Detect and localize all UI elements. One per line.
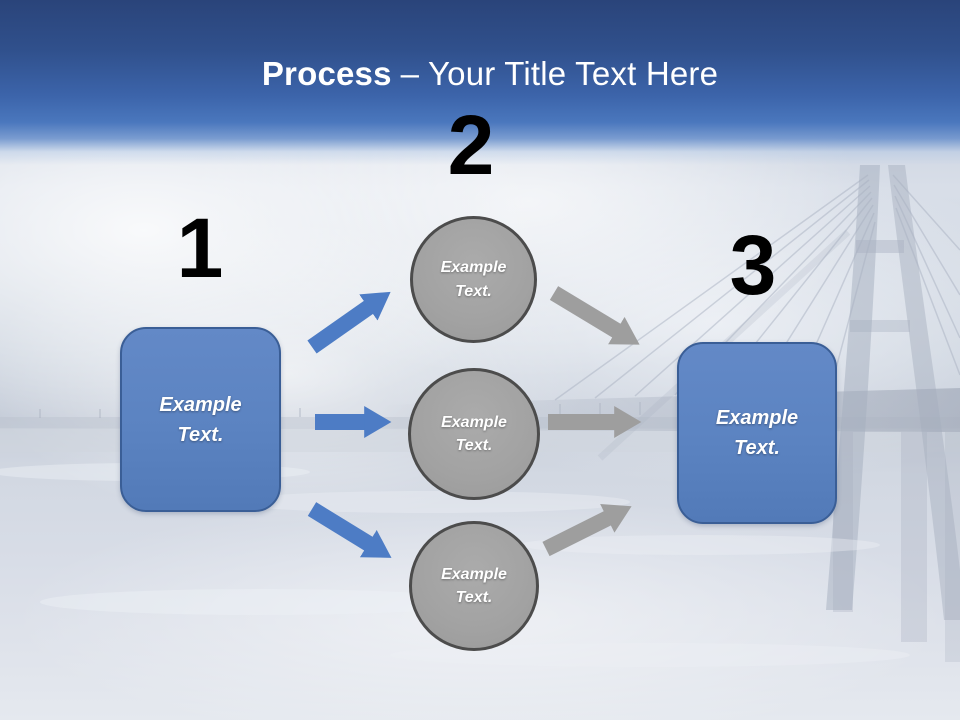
title-rest: – Your Title Text Here (400, 55, 719, 92)
bridge-piers (833, 432, 960, 662)
step-2-circle-2: Example Text. (408, 368, 540, 500)
step-1-box: Example Text. (120, 327, 281, 512)
slide-title: Process– Your Title Text Here (20, 55, 960, 92)
step-3-number: 3 (729, 218, 777, 312)
title-banner (0, 0, 960, 165)
circle-2-label: Example Text. (441, 413, 507, 454)
bridge-tower-crossbeam (850, 320, 910, 332)
step-3-box: Example Text. (677, 342, 837, 524)
bridge-tower-left-leg (826, 165, 880, 610)
step-2-circle-3: Example Text. (409, 521, 539, 651)
step-1-box-label: Example Text. (159, 393, 242, 446)
bridge-tower-right-leg (888, 165, 960, 620)
title-emphasis: Process (261, 55, 392, 92)
arrow-circle3-to-box3 (542, 504, 632, 557)
circle-3-label: Example Text. (441, 565, 507, 606)
step-2-number: 2 (447, 98, 495, 192)
step-3-box-label: Example Text. (715, 407, 799, 459)
circle-1-label: Example Text. (440, 259, 507, 300)
arrow-box1-to-circle3 (307, 502, 392, 558)
arrow-circle1-to-box3 (549, 286, 640, 345)
step-2-circle-1: Example Text. (410, 216, 537, 343)
step-1-number: 1 (176, 201, 224, 295)
arrow-box1-to-circle1 (307, 291, 391, 354)
